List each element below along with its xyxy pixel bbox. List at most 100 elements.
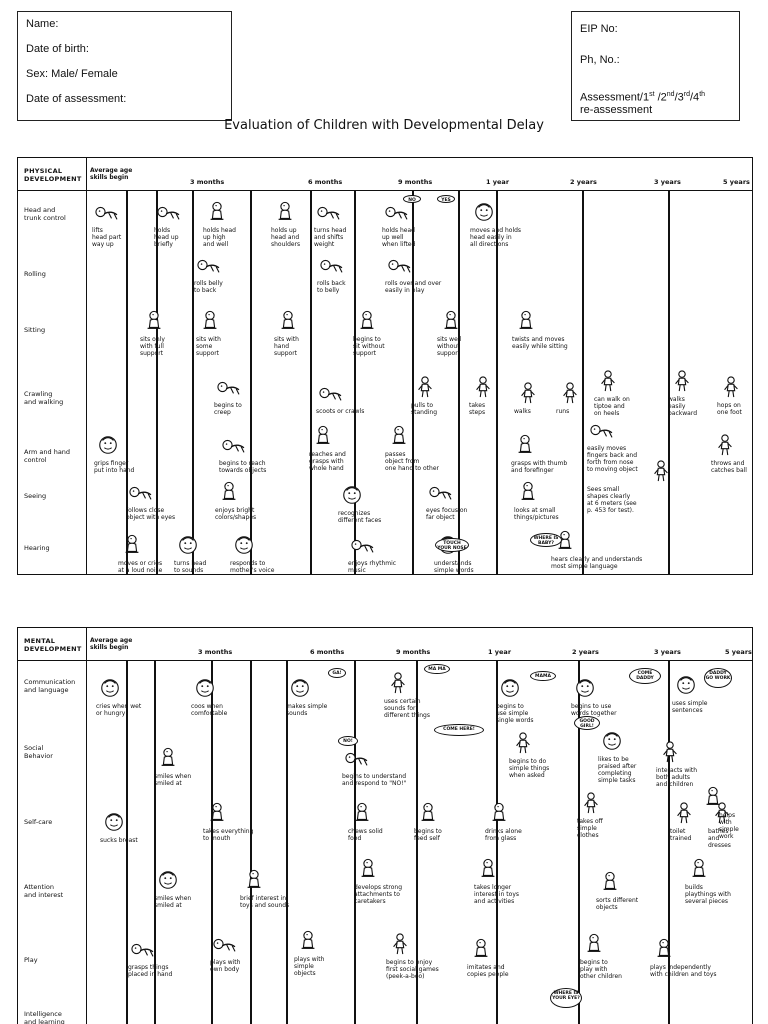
child-figure-icon	[580, 933, 608, 955]
child-figure-icon	[496, 677, 524, 699]
age-column-header: 2 years	[572, 648, 599, 656]
timeline-line	[286, 661, 288, 1024]
child-figure-icon	[294, 930, 322, 952]
child-figure-icon	[316, 382, 344, 404]
age-column-header: 3 months	[190, 178, 225, 186]
sex-label: Sex: Male/ Female	[26, 68, 118, 80]
child-figure-icon	[717, 376, 745, 398]
child-figure-icon	[514, 382, 542, 404]
child-figure-icon	[556, 382, 584, 404]
age-column-header: 5 years	[725, 648, 752, 656]
age-column-header: 1 year	[486, 178, 510, 186]
name-label: Name:	[26, 18, 59, 30]
timeline-line	[250, 191, 252, 575]
timeline-line	[154, 661, 156, 1024]
row-label: Sitting	[24, 326, 46, 334]
speech-bubble: DADDY GO WORK	[704, 668, 732, 688]
child-figure-icon	[382, 201, 410, 223]
timeline-line	[192, 191, 194, 575]
child-figure-icon	[194, 254, 222, 276]
age-column-header: 5 years	[723, 178, 750, 186]
milestone-caption: walks	[514, 408, 531, 415]
reassessment-label: re-assessment	[580, 104, 653, 116]
child-figure-icon	[128, 938, 156, 960]
child-figure-icon	[353, 310, 381, 332]
timeline-line	[354, 191, 356, 575]
speech-bubble: COME DADDY	[629, 668, 661, 684]
timeline-line	[578, 661, 580, 1024]
timeline-line	[310, 191, 312, 575]
child-figure-icon	[196, 310, 224, 332]
child-figure-icon	[96, 677, 124, 699]
child-figure-icon	[577, 792, 605, 814]
child-figure-icon	[699, 786, 727, 808]
assessment-round-label: Assessment/1st /2nd/3rd/4th	[580, 91, 706, 104]
child-figure-icon	[385, 254, 413, 276]
speech-bubble: NO	[403, 195, 421, 203]
timeline-line	[668, 191, 670, 575]
child-figure-icon	[92, 201, 120, 223]
speech-bubble: GOOD GIRL!	[574, 716, 600, 730]
child-figure-icon	[384, 672, 412, 694]
speech-bubble: NO!	[338, 736, 358, 746]
child-figure-icon	[470, 201, 498, 223]
child-figure-icon	[426, 481, 454, 503]
child-figure-icon	[210, 933, 238, 955]
milestone-caption: sucks breast	[100, 837, 138, 844]
child-figure-icon	[203, 802, 231, 824]
child-figure-icon	[647, 460, 675, 482]
speech-bubble: WHERE IS BABY?	[530, 533, 562, 547]
age-column-header: 6 months	[310, 648, 345, 656]
timeline-line	[126, 191, 128, 575]
age-column-header: 3 months	[198, 648, 233, 656]
assessment-date-label: Date of assessment:	[26, 93, 127, 105]
child-figure-icon	[348, 802, 376, 824]
timeline-line	[668, 661, 670, 1024]
timeline-line	[458, 191, 460, 575]
timeline-line	[250, 661, 252, 1024]
child-figure-icon	[474, 858, 502, 880]
child-figure-icon	[656, 741, 684, 763]
child-figure-icon	[154, 201, 182, 223]
eip-info-box: EIP No: Ph, No.: Assessment/1st /2nd/3rd…	[571, 11, 740, 121]
